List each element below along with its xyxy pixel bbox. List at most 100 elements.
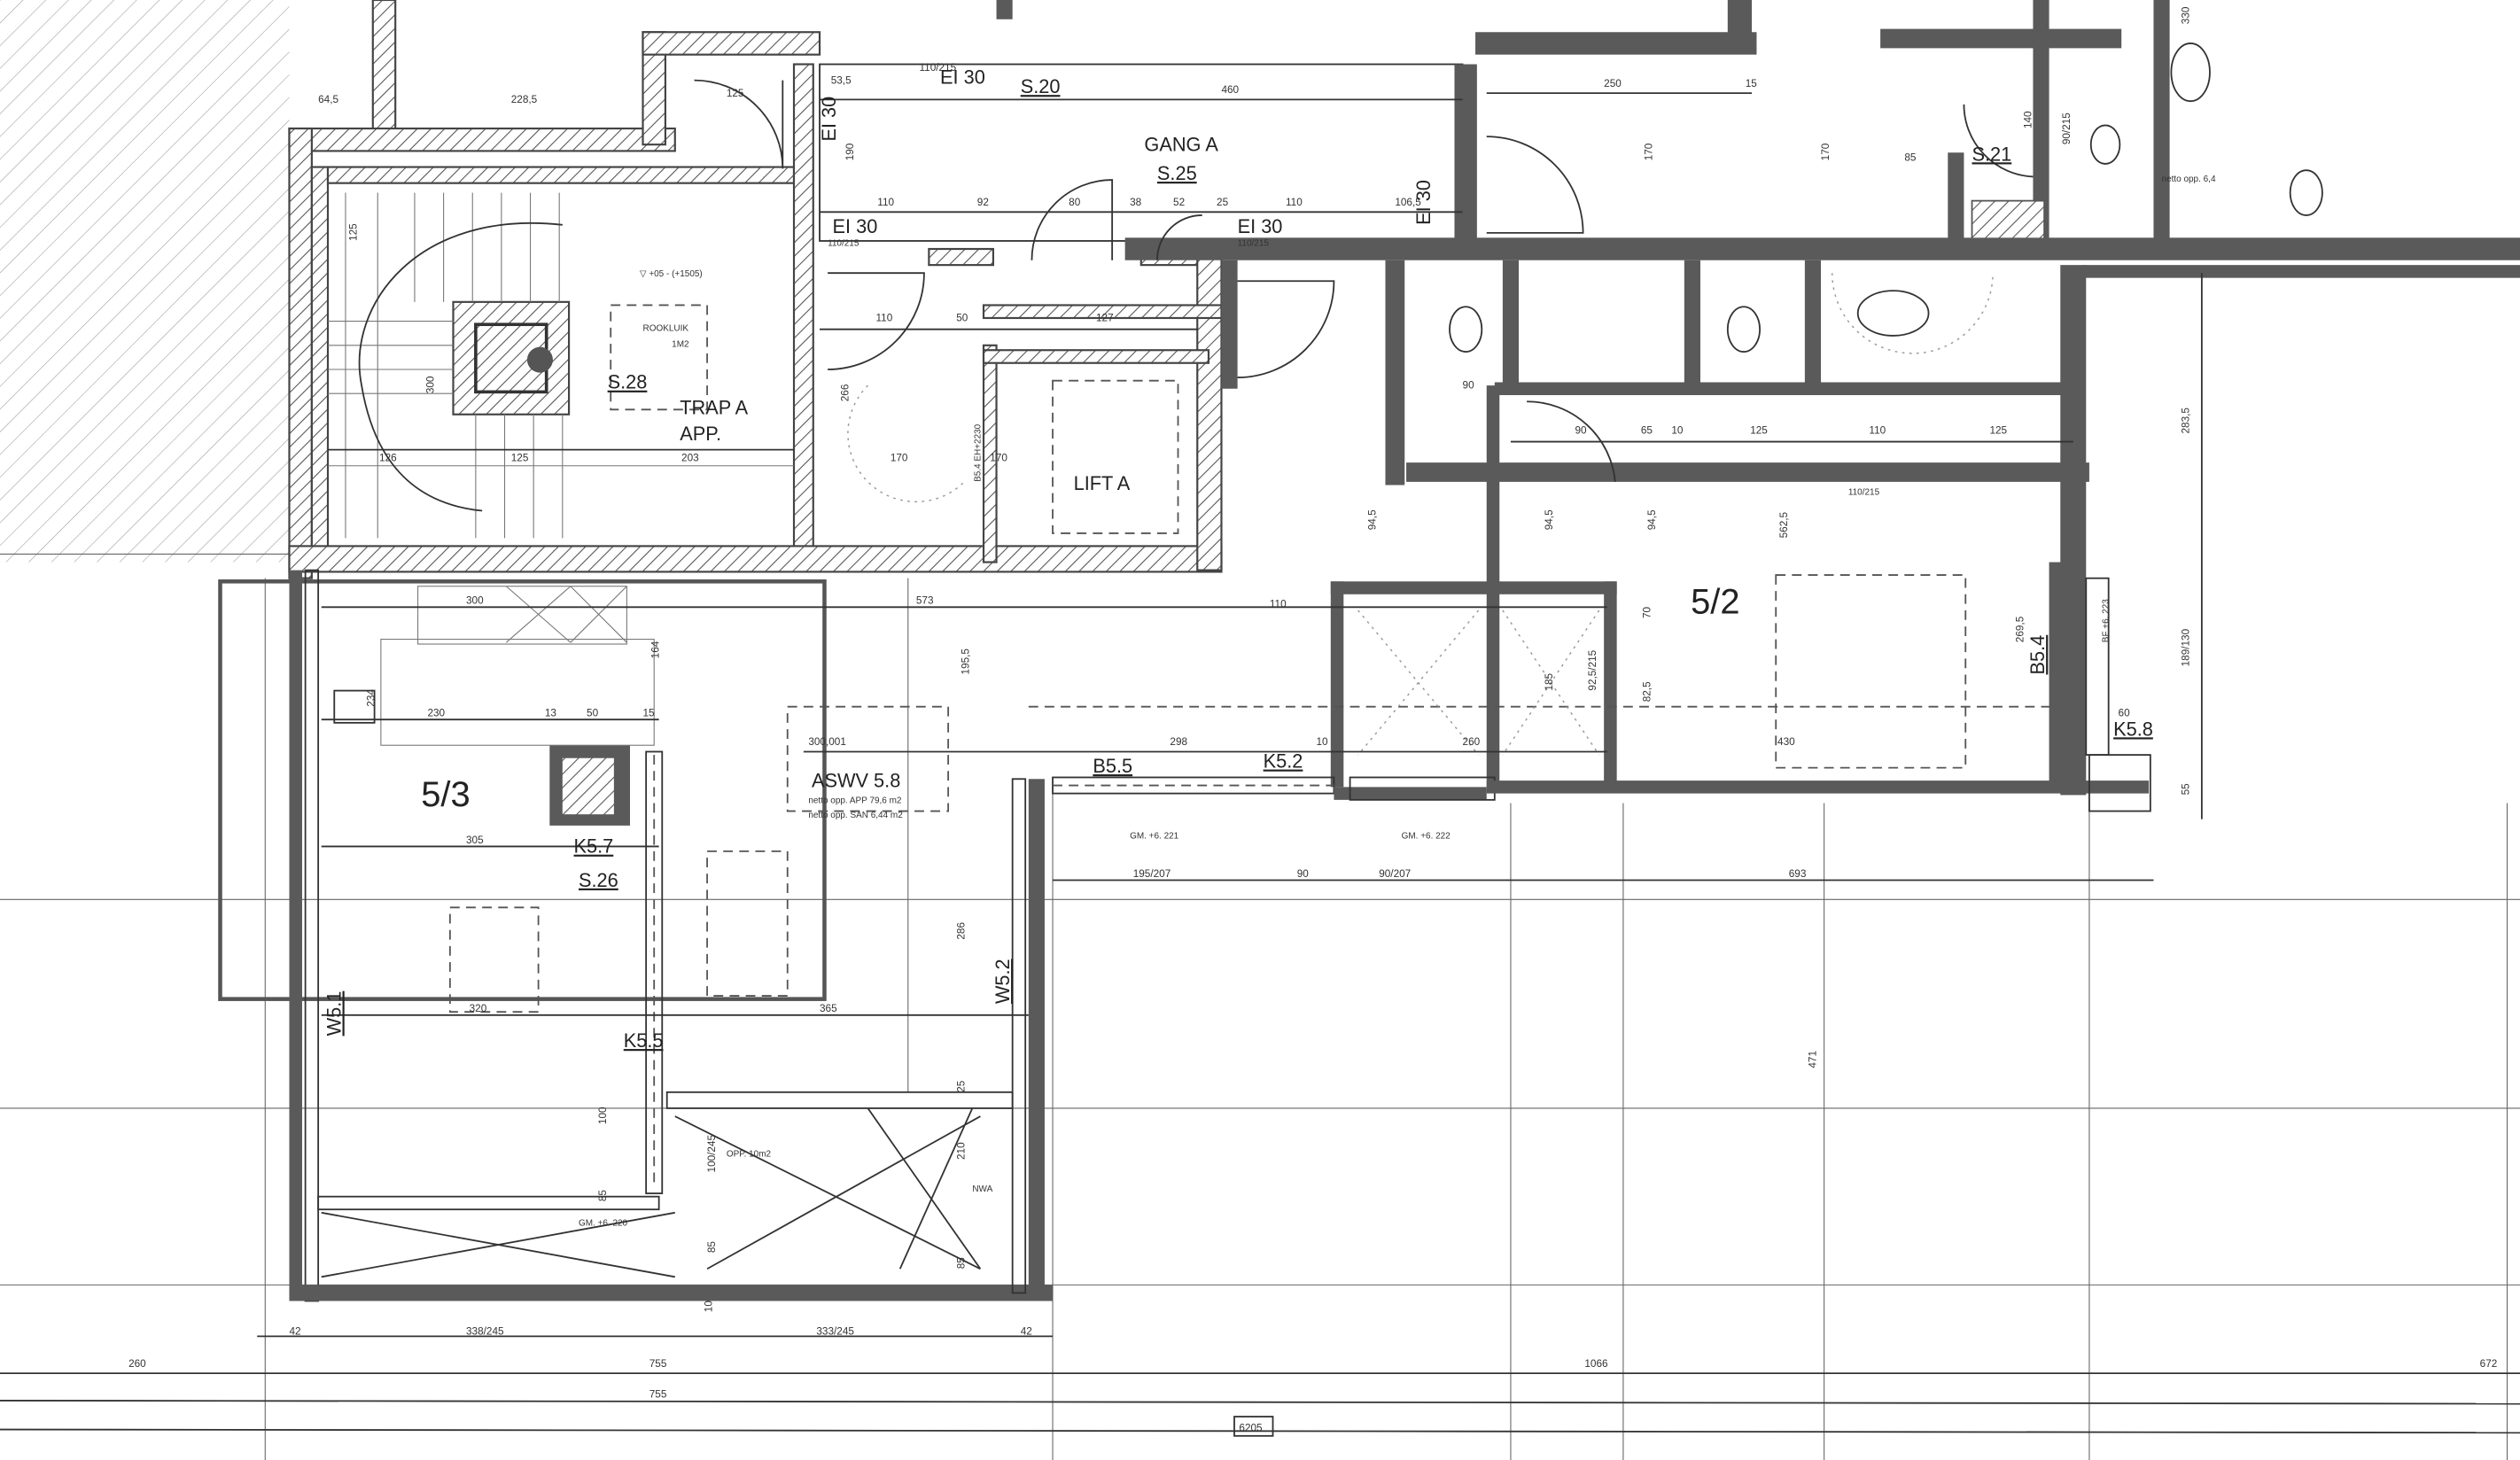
dimension-label: 65 — [1641, 425, 1653, 437]
dimension-label: 53,5 — [831, 74, 852, 86]
dimension-label: 110/215 — [919, 62, 956, 74]
dimension-label: 140 — [2023, 111, 2034, 128]
dimension-label: 164 — [650, 641, 662, 658]
dimension-label: 286 — [955, 922, 967, 940]
door-swings — [694, 79, 2034, 534]
dimension-label: 283,5 — [2180, 408, 2191, 434]
dimension-label: 42 — [1021, 1326, 1032, 1338]
dimension-label: 127 — [1096, 313, 1114, 324]
label-rookluik-area: 1M2 — [672, 340, 689, 350]
dimension-label: 6205 — [1239, 1422, 1263, 1433]
label-opp: OPP. 10m2 — [727, 1149, 772, 1159]
label-s26: S.26 — [579, 869, 618, 891]
dimension-label: 203 — [681, 452, 699, 463]
dimension-label: 94,5 — [1544, 509, 1555, 530]
dimension-label: 1066 — [1584, 1358, 1608, 1370]
toilet-icon — [1449, 306, 1483, 353]
label-k58: K5.8 — [2113, 718, 2153, 740]
label-b55: B5.5 — [1093, 755, 1132, 777]
dimension-label: 125 — [348, 223, 360, 241]
label-ei30-b: EI 30 — [833, 215, 878, 237]
dimension-label: 266 — [840, 384, 852, 401]
dimension-label: 300 — [466, 595, 484, 607]
dimension-label: 672 — [2480, 1358, 2498, 1370]
dimension-label: 755 — [649, 1388, 667, 1400]
dimension-label: 85 — [706, 1241, 718, 1254]
dimension-label: 573 — [916, 595, 934, 607]
dimension-label: 42 — [289, 1326, 300, 1338]
dimension-label: 430 — [1777, 736, 1795, 748]
dimension-label: 230 — [427, 708, 445, 719]
total-dimension-box — [1233, 1416, 1274, 1437]
dimension-label: 90/215 — [2061, 113, 2073, 144]
label-level: ▽ +05 - (+1505) — [640, 269, 703, 279]
balcony-edge — [1052, 577, 2151, 812]
dimension-label: 338/245 — [466, 1326, 504, 1338]
label-netto-64: netto opp. 6,4 — [2162, 175, 2216, 184]
dimension-label: 106,5 — [1395, 197, 1421, 208]
dimension-label: 100/245 — [706, 1134, 718, 1172]
label-ei30-e: EI 30 — [818, 97, 840, 142]
dimension-label: 333/245 — [816, 1326, 854, 1338]
label-ei30-d: EI 30 — [1412, 180, 1435, 225]
label-be: B5.4 EH+2230 — [973, 423, 983, 482]
dimension-label: 92 — [977, 197, 989, 208]
toilet-icon — [2089, 124, 2121, 165]
label-bf223: BF +6. 223 — [2102, 599, 2112, 642]
dimension-label: 170 — [1820, 143, 1832, 160]
label-k52: K5.2 — [1264, 750, 1303, 773]
apartment-5-2 — [1028, 385, 2065, 788]
label-netto-san: netto opp. SAN 6,44 m2 — [808, 811, 903, 820]
dimension-label: 64,5 — [318, 94, 338, 105]
dimension-label: 125 — [511, 452, 529, 463]
dimension-label: 170 — [1644, 143, 1655, 160]
label-app: APP. — [680, 423, 721, 445]
label-k55: K5.5 — [624, 1029, 664, 1052]
apartment-5-3 — [218, 569, 1054, 1302]
dimension-label: 10 — [704, 1301, 715, 1313]
label-door-c: 110/215 — [1848, 487, 1880, 497]
dimension-label: 305 — [466, 835, 484, 846]
dimension-label: 110 — [1286, 197, 1303, 208]
label-gm220: GM. +6. 220 — [579, 1218, 628, 1228]
label-w52: W5.2 — [992, 959, 1014, 1004]
label-s21: S.21 — [1972, 143, 2012, 165]
label-rookluik: ROOKLUIK — [643, 323, 689, 333]
dimension-label: 330 — [2180, 6, 2191, 24]
dimension-label: 50 — [956, 313, 968, 324]
dimension-label: 460 — [1221, 84, 1239, 96]
dimension-label: 260 — [128, 1358, 146, 1370]
dimension-label: 755 — [649, 1358, 667, 1370]
label-door-b: 110/215 — [1238, 238, 1270, 248]
dimension-label: 195,5 — [961, 648, 972, 675]
dimension-label: 190 — [844, 143, 856, 160]
dimension-label: 60 — [2119, 708, 2131, 719]
dimension-label: 693 — [1789, 868, 1807, 880]
toilet-icon — [2289, 169, 2323, 216]
dimension-label: 52 — [1173, 197, 1185, 208]
sanitary-fixtures — [333, 43, 2323, 724]
dimension-label: 562,5 — [1778, 511, 1790, 538]
dimension-label: 90 — [1463, 380, 1475, 392]
dimension-label: 70 — [1642, 606, 1653, 618]
label-gm221: GM. +6. 221 — [1130, 831, 1179, 841]
dimension-label: 90 — [1575, 425, 1588, 437]
label-b54: B5.4 — [2026, 635, 2049, 675]
washbasin-icon — [2170, 43, 2211, 103]
dimension-label: 228,5 — [511, 94, 538, 105]
label-lift: LIFT A — [1074, 472, 1131, 494]
dimension-label: 110 — [877, 197, 894, 208]
dimension-label: 170 — [891, 452, 908, 463]
dimension-label: 126 — [379, 452, 397, 463]
dimension-label: 300,001 — [808, 736, 846, 748]
dimension-label: 94,5 — [1646, 509, 1658, 530]
dimension-label: 110 — [1270, 598, 1287, 610]
label-door-a: 110/215 — [828, 238, 859, 248]
label-s25: S.25 — [1157, 162, 1197, 184]
dimension-label: 189/130 — [2180, 628, 2191, 666]
dimension-label: 195/207 — [1133, 868, 1171, 880]
dimension-label: 10 — [1316, 736, 1328, 748]
column-icon — [526, 346, 553, 373]
